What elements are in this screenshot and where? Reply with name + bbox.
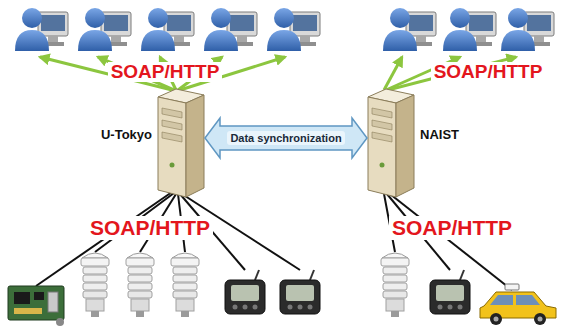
weather-sensor (81, 253, 409, 317)
server-label: U-Tokyo (101, 127, 152, 142)
server-label: NAIST (420, 127, 459, 142)
protocol-label: SOAP/HTTP (431, 62, 546, 83)
user-icons (15, 8, 554, 51)
sensor-board (8, 286, 64, 326)
edge-label: Data synchronization (227, 131, 344, 145)
protocol-label: SOAP/HTTP (87, 216, 213, 239)
server-icon (158, 89, 204, 197)
sensor-wires (36, 192, 512, 290)
weather-console (225, 270, 470, 314)
protocol-label: SOAP/HTTP (108, 62, 223, 83)
protocol-label: SOAP/HTTP (389, 216, 515, 239)
server-node: U-Tokyo (158, 89, 204, 197)
sync-arrow (205, 118, 367, 158)
server-icon (368, 89, 414, 197)
taxi-probe (480, 284, 556, 325)
server-node: NAIST (368, 89, 414, 197)
